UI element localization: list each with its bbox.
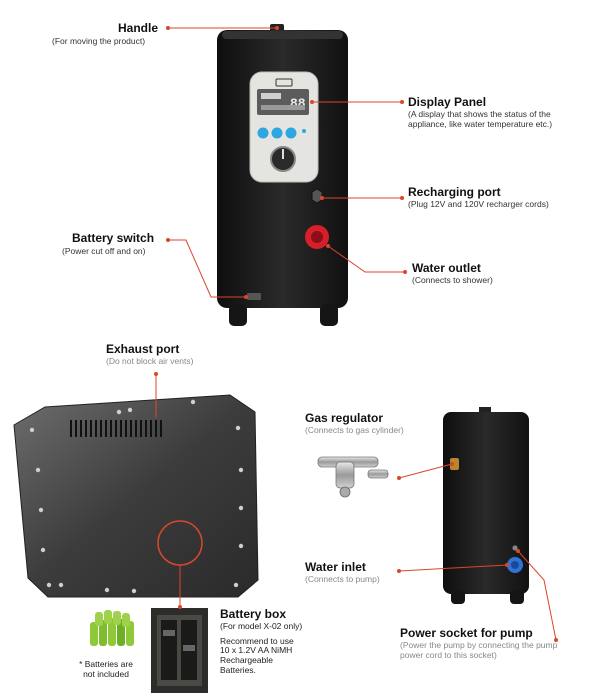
gas-inlet-fitting[interactable]	[450, 458, 459, 470]
gas-regulator-title: Gas regulator	[305, 411, 384, 425]
callout-exhaust-port: Exhaust port (Do not block air vents)	[106, 342, 194, 367]
display-panel-desc: (A display that shows the status of the …	[408, 108, 553, 129]
callout-recharging-port: Recharging port (Plug 12V and 120V recha…	[408, 185, 588, 210]
callout-handle-desc-wrap: (For moving the product)	[52, 36, 146, 47]
callout-water-inlet: Water inlet (Connects to pump)	[305, 560, 380, 585]
callout-lines	[154, 26, 558, 642]
panel-button-2[interactable]	[271, 127, 283, 139]
heater-top-cap	[222, 31, 343, 39]
handle-title: Handle	[118, 21, 159, 35]
heater-front-view: 88	[217, 24, 348, 326]
recharging-port-desc: (Plug 12V and 120V recharger cords)	[408, 198, 549, 209]
power-socket-desc: (Power the pump by connecting the pump p…	[400, 639, 558, 660]
water-outlet-desc: (Connects to shower)	[412, 274, 493, 285]
callout-battery-switch-desc-wrap: (Power cut off and on)	[62, 246, 146, 257]
pump-leader	[517, 550, 557, 641]
callout-battery-box: Battery box (For model X-02 only) Recomm…	[220, 607, 330, 676]
batteries-not-included-note: * Batteries are not included	[70, 659, 142, 680]
battery-box-line3: Rechargeable	[220, 655, 273, 666]
water-inlet-title: Water inlet	[305, 560, 366, 574]
lcd-bar	[261, 105, 305, 110]
battery-box-line1: Recommend to use	[220, 635, 294, 646]
callout-handle: Handle	[118, 21, 159, 36]
recharging-port-title: Recharging port	[408, 185, 501, 199]
batswitch-leader	[168, 239, 246, 298]
panel-button-1[interactable]	[257, 127, 269, 139]
battery-switch[interactable]	[247, 293, 261, 300]
water-outlet-inner	[311, 231, 323, 243]
battery-box-image	[151, 608, 208, 693]
inlet-leader	[398, 564, 508, 572]
callout-display-panel: Display Panel (A display that shows the …	[408, 95, 558, 129]
batteries-image	[90, 610, 134, 646]
exhaust-port-title: Exhaust port	[106, 342, 180, 356]
panel-button-3[interactable]	[285, 127, 297, 139]
exhaust-port-desc: (Do not block air vents)	[106, 355, 194, 366]
callout-water-outlet: Water outlet (Connects to shower)	[412, 261, 493, 286]
gas-regulator-desc: (Connects to gas cylinder)	[305, 424, 404, 435]
battery-note-line2: not included	[83, 668, 129, 679]
water-inlet-inner	[511, 561, 519, 569]
side-handle	[479, 407, 491, 415]
exhaust-plate-view	[13, 394, 259, 598]
handle-desc: (For moving the product)	[52, 36, 146, 46]
gas-leader	[398, 463, 453, 479]
callout-battery-switch: Battery switch	[72, 231, 155, 246]
gas-regulator-image	[317, 456, 389, 498]
plate-screws	[29, 399, 244, 594]
outlet-leader	[327, 245, 405, 273]
battery-level-icon	[275, 78, 293, 87]
recharging-port[interactable]	[311, 188, 323, 204]
callout-power-socket: Power socket for pump (Power the pump by…	[400, 626, 580, 660]
battery-box-line4: Batteries.	[220, 664, 256, 675]
heater-side-view	[443, 407, 529, 604]
foot-left	[229, 304, 247, 326]
power-socket[interactable]	[511, 544, 519, 552]
power-socket-title: Power socket for pump	[400, 626, 533, 640]
side-foot-right	[510, 590, 524, 604]
water-outlet-title: Water outlet	[412, 261, 481, 275]
battery-box-model-note: (For model X-02 only)	[220, 620, 303, 631]
battery-switch-title: Battery switch	[72, 231, 155, 245]
air-vents	[70, 420, 162, 437]
battery-switch-desc: (Power cut off and on)	[62, 246, 146, 256]
battery-box-title: Battery box	[220, 607, 287, 621]
side-foot-left	[451, 590, 465, 604]
display-panel-title: Display Panel	[408, 95, 487, 109]
battery-box-line2: 10 x 1.2V AA NiMH	[220, 645, 293, 656]
callout-gas-regulator: Gas regulator (Connects to gas cylinder)	[305, 411, 404, 436]
battery-note-line1: * Batteries are	[79, 659, 133, 669]
lcd-icons	[261, 93, 281, 99]
foot-right	[320, 304, 338, 326]
water-inlet-desc: (Connects to pump)	[305, 573, 380, 584]
panel-indicator-light	[302, 129, 306, 133]
side-body	[443, 412, 529, 594]
back-plate	[13, 394, 259, 598]
